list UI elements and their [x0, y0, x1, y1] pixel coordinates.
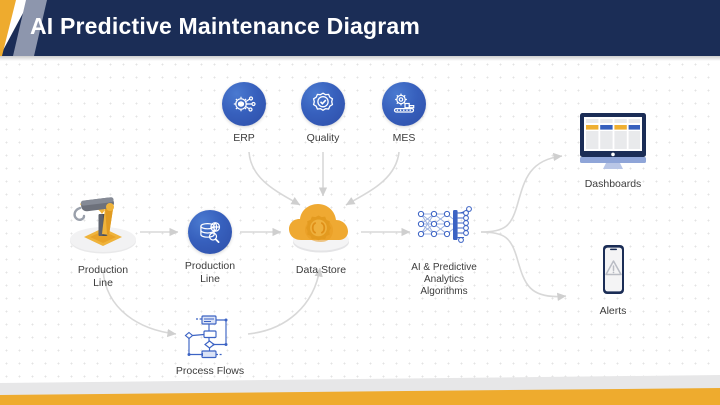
database-globe-icon: [188, 210, 232, 254]
node-label: Alerts: [599, 305, 627, 317]
monitor-dashboard-icon: [568, 110, 658, 172]
node-mes[interactable]: MES: [382, 82, 426, 145]
node-label: Dashboards: [584, 178, 642, 190]
node-data-store[interactable]: Data Store: [281, 196, 361, 277]
node-label: Production Line: [77, 264, 129, 289]
connector-processflows-to-datastore: [247, 267, 323, 335]
connector-ai-to-dashboards: [480, 152, 563, 233]
node-label: Quality: [306, 132, 340, 144]
gear-conveyor-icon: [382, 82, 426, 126]
node-label: Process Flows: [175, 365, 245, 377]
quality-check-badge-icon: [301, 82, 345, 126]
cloud-data-icon: [281, 196, 361, 258]
connector-robot-to-processflows: [102, 269, 177, 338]
robot-arm-icon: [58, 186, 148, 258]
node-production-line-db[interactable]: Production Line: [184, 210, 236, 285]
connector-mes-to-datastore: [345, 151, 400, 206]
node-ai-algorithms[interactable]: AI & Predictive Analytics Algorithms: [409, 202, 479, 298]
connector-erp-to-datastore: [248, 151, 301, 206]
gear-network-icon: [222, 82, 266, 126]
node-process-flows[interactable]: Process Flows: [175, 313, 245, 378]
node-production-line-robot[interactable]: Production Line: [58, 186, 148, 289]
node-label: Data Store: [295, 264, 347, 276]
node-alerts[interactable]: Alerts: [589, 243, 637, 318]
neural-network-chip-icon: [409, 202, 479, 256]
connector-ai-to-alerts: [480, 231, 567, 302]
node-label: AI & Predictive Analytics Algorithms: [411, 262, 477, 297]
node-label: Production Line: [184, 260, 236, 285]
node-dashboards[interactable]: Dashboards: [568, 110, 658, 191]
header-shadow: [0, 56, 720, 61]
node-label: MES: [392, 132, 416, 144]
page-title: AI Predictive Maintenance Diagram: [30, 13, 421, 39]
node-label: ERP: [233, 132, 255, 144]
node-quality[interactable]: Quality: [301, 82, 345, 145]
phone-alert-icon: [589, 243, 637, 299]
flowchart-icon: [175, 313, 245, 359]
node-erp[interactable]: ERP: [222, 82, 266, 145]
slide-header: [0, 0, 720, 56]
